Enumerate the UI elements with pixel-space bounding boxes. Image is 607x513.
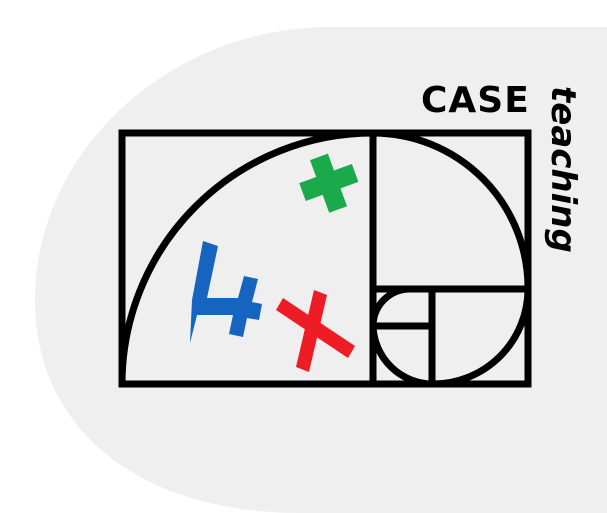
- times-icon: [276, 290, 355, 372]
- spiral-arc-small: [432, 288, 532, 388]
- spiral-arc-smallest: [369, 285, 411, 327]
- spiral-arc-large: [118, 129, 374, 385]
- spiral-arc-smaller: [369, 325, 434, 388]
- plus-icon: [299, 153, 359, 213]
- background-blob: [35, 27, 607, 513]
- plus-bar-horizontal: [299, 164, 359, 202]
- digit-four-icon: [190, 241, 262, 343]
- teaching-wordmark: teaching: [543, 86, 583, 253]
- case-wordmark: CASE: [421, 80, 530, 121]
- times-stroke-short: [296, 290, 327, 372]
- spiral-arc-medium: [372, 129, 532, 290]
- golden-ratio-spiral-icon: [118, 129, 532, 388]
